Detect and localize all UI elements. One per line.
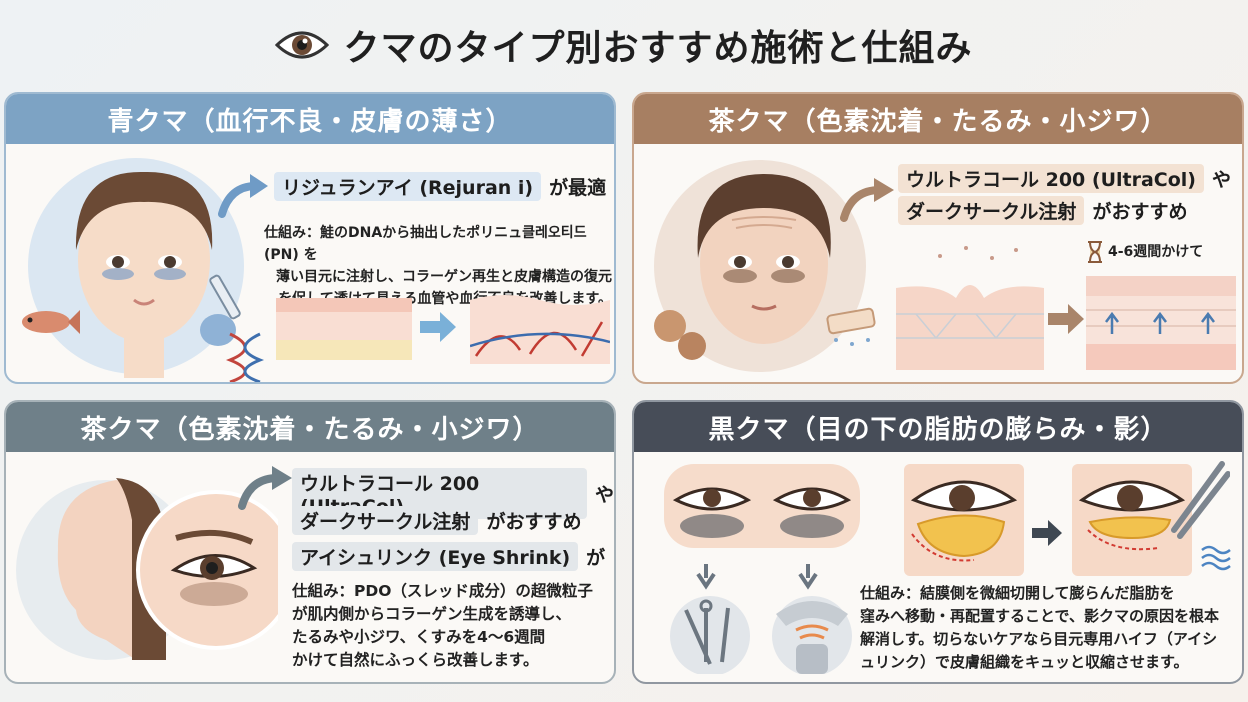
pen-icon [1171,461,1230,539]
description: 仕組み：PDO（スレッド成分）の超微粒子 が肌内側からコラーゲン生成を誘導し、 … [292,582,593,669]
eye-icon [275,31,330,59]
page-title-bar: クマのタイプ別おすすめ施術と仕組み [0,14,1248,76]
fat-after-diagram [1072,464,1192,576]
treatment-suffix: や [594,484,614,506]
treatment-label-3: アイシュリンク (Eye Shrink) [292,542,579,571]
panel-body: 仕組み：結膜側を微細切開して膨らんだ脂肪を 窪みへ移動・再配置することで、影クマ… [634,452,1242,682]
fat-before-diagram [904,464,1024,576]
panel-body: ウルトラコール 200 (UltraCol) や ダークサークル注射 がおすすめ… [6,452,614,682]
down-arrows [696,564,818,590]
treatment-suffix: や [1211,169,1231,191]
panel-header: 茶クマ（色素沈着・たるみ・小ジワ） [634,94,1242,144]
panel-header: 茶クマ（色素沈着・たるみ・小ジワ） [6,402,614,452]
panel-header: 黒クマ（目の下の脂肪の膨らみ・影） [634,402,1242,452]
page-title: クマのタイプ別おすすめ施術と仕組み [343,28,973,69]
hourglass-icon [1088,241,1102,263]
panel-body: リジュランアイ (Rejuran i) が最適 仕組み：鮭のDNAから抽出したポ… [6,144,614,382]
panel-brown-circles-eye-shrink: 茶クマ（色素沈着・たるみ・小ジワ） ウルトラコール 200 (UltraCol)… [4,400,616,684]
wave-icon [1201,545,1231,571]
treatment-label-2: ダークサークル注射 [292,506,479,535]
arrow-icon [218,174,268,218]
panel-body: ウルトラコール 200 (UltraCol) や ダークサークル注射 がおすすめ… [634,144,1242,382]
profile-illustration [16,478,278,660]
duration-label: 4-6週間かけて [1108,244,1204,260]
patch-icon [826,307,876,346]
arrow-icon [238,466,292,510]
description: 仕組み：結膜側を微細切開して膨らんだ脂肪を 窪みへ移動・再配置することで、影クマ… [860,584,1219,671]
arrow-right-icon [1048,304,1084,334]
treatment-label-2: ダークサークル注射 [898,196,1085,225]
device-icon [772,596,852,674]
skin-after-diagram [470,295,610,364]
dna-icon [225,332,265,382]
arrow-right-icon [420,312,456,342]
skin-before-diagram [276,298,412,360]
panel-black-circles: 黒クマ（目の下の脂肪の膨らみ・影） [632,400,1244,684]
panel-blue-circles: 青クマ（血行不良・皮膚の薄さ） [4,92,616,384]
eyes-illustration [664,464,860,548]
face-illustration [28,158,244,378]
skin-before-diagram [896,246,1044,370]
treatment-suffix-3: が [586,547,606,569]
treatment-suffix-2: がおすすめ [1092,201,1188,223]
treatment-suffix: が最適 [549,177,607,199]
arrow-right-icon [1032,520,1062,546]
panel-header: 青クマ（血行不良・皮膚の薄さ） [6,94,614,144]
treatment-label: ウルトラコール 200 (UltraCol) [898,164,1204,193]
treatment-label: リジュランアイ (Rejuran i) [274,172,542,201]
treatment-suffix-2: がおすすめ [486,511,582,533]
syringe-icon [200,274,241,346]
arrow-icon [840,178,894,222]
aged-face-illustration [654,160,866,372]
tools-icon [670,596,750,674]
fish-icon [22,310,80,334]
panel-brown-circles: 茶クマ（色素沈着・たるみ・小ジワ） ウルトラコ [632,92,1244,384]
skin-after-diagram [1086,276,1236,370]
